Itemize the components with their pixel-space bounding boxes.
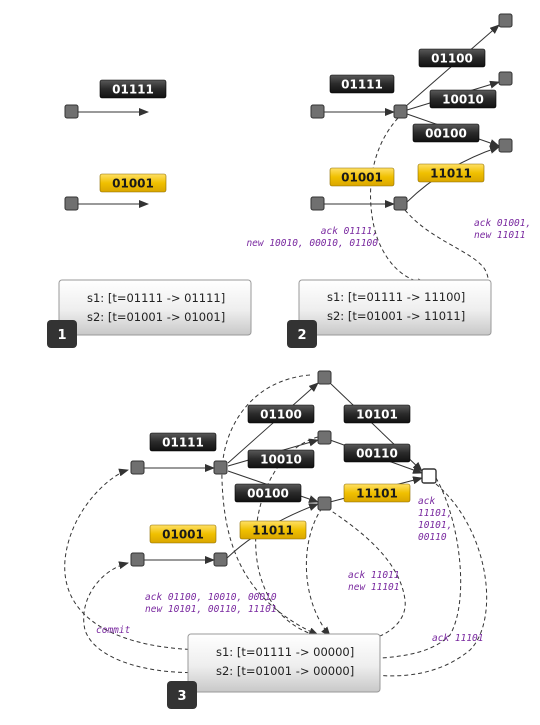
svg-text:s2: [t=01001 -> 00000]: s2: [t=01001 -> 00000] <box>216 664 354 678</box>
svg-text:11011: 11011 <box>252 524 294 538</box>
annotation-ack: ack 01001, <box>474 218 531 229</box>
state-node <box>64 196 79 211</box>
transition-label-01100: 01100 <box>418 48 486 68</box>
ack-arrow <box>221 374 319 636</box>
svg-text:s2: [t=01001 -> 11011]: s2: [t=01001 -> 11011] <box>327 309 465 323</box>
commit-arrow <box>83 561 211 674</box>
annotation-ack: ack 01100, 10010, 00010 <box>145 592 277 603</box>
annotation-ack: ack 01111, <box>321 226 378 237</box>
svg-text:10010: 10010 <box>442 93 484 107</box>
svg-text:1: 1 <box>57 328 66 343</box>
transition-label-01001: 01001 <box>99 173 167 193</box>
svg-text:01100: 01100 <box>260 408 302 422</box>
state-node <box>130 460 145 475</box>
transition-label-00100: 00100 <box>234 483 302 503</box>
svg-text:01111: 01111 <box>162 436 204 450</box>
transition-label-00110: 00110 <box>343 443 411 463</box>
step-badge: 1 <box>47 320 77 348</box>
svg-text:11011: 11011 <box>430 167 472 181</box>
state-node <box>64 104 79 119</box>
transition-label-11101: 11101 <box>343 483 411 503</box>
state-node <box>213 460 228 475</box>
state-box: s1: [t=01111 -> 00000] s2: [t=01001 -> 0… <box>187 633 381 693</box>
panel-3: 01111 01001 01100 10010 00100 11011 1010… <box>64 370 488 709</box>
svg-text:01001: 01001 <box>341 171 383 185</box>
state-node <box>498 71 513 86</box>
ack-arrow <box>359 483 488 679</box>
transition-label-01111: 01111 <box>149 432 217 452</box>
annotation-ack: new 10010, 00010, 01100 <box>246 238 378 249</box>
step-badge: 2 <box>287 320 317 348</box>
transition-label-01111: 01111 <box>99 79 167 99</box>
state-node <box>393 196 408 211</box>
transition-label-01001: 01001 <box>329 167 395 187</box>
state-box: s1: [t=01111 -> 11100] s2: [t=01001 -> 1… <box>298 279 492 336</box>
transition-label-01100: 01100 <box>247 404 315 424</box>
state-node <box>317 430 332 445</box>
state-node <box>317 370 332 385</box>
step-badge: 3 <box>167 681 197 709</box>
svg-text:2: 2 <box>297 328 306 343</box>
transition-label-11011: 11011 <box>239 520 307 540</box>
svg-text:01111: 01111 <box>112 83 154 97</box>
transition-label-00100: 00100 <box>412 123 480 143</box>
panel-1: 01111 01001 s1: [t=01111 -> 01111] s2: [… <box>47 79 252 348</box>
state-node <box>498 13 513 28</box>
svg-text:s1: [t=01111 -> 11100]: s1: [t=01111 -> 11100] <box>327 290 465 304</box>
svg-text:s1: [t=01111 -> 01111]: s1: [t=01111 -> 01111] <box>87 291 225 305</box>
svg-text:01001: 01001 <box>112 177 154 191</box>
svg-text:3: 3 <box>177 689 186 704</box>
transition-label-01111: 01111 <box>329 74 395 94</box>
annotation-ack: 11101, <box>418 508 452 519</box>
svg-text:s1: [t=01111 -> 00000]: s1: [t=01111 -> 00000] <box>216 645 354 659</box>
svg-text:11101: 11101 <box>356 487 398 501</box>
transition-label-10101: 10101 <box>343 404 411 424</box>
annotation-ack: new 11011 <box>474 230 525 241</box>
panel-2: 01111 01001 01100 10010 00100 11011 ack … <box>246 13 531 348</box>
state-box: s1: [t=01111 -> 01111] s2: [t=01001 -> 0… <box>58 279 252 336</box>
svg-text:01100: 01100 <box>431 52 473 66</box>
ack-arrow <box>370 117 428 287</box>
annotation-ack: 10101, <box>418 520 452 531</box>
annotation-ack: ack 11011 <box>348 570 399 581</box>
svg-text:s2: [t=01001 -> 01001]: s2: [t=01001 -> 01001] <box>87 310 225 324</box>
transition-label-10010: 10010 <box>429 89 497 109</box>
state-node <box>310 196 325 211</box>
transition-label-01001: 01001 <box>149 524 217 544</box>
annotation-ack: new 10101, 00110, 11101 <box>145 604 277 615</box>
svg-text:10010: 10010 <box>260 453 302 467</box>
state-node <box>213 552 228 567</box>
state-node <box>317 496 332 511</box>
ack-arrow <box>326 507 406 645</box>
svg-text:00100: 00100 <box>425 127 467 141</box>
annotation-commit: commit <box>96 625 131 636</box>
state-node <box>393 104 408 119</box>
svg-text:01001: 01001 <box>162 528 204 542</box>
state-node <box>498 138 513 153</box>
transition-label-11011: 11011 <box>417 163 485 183</box>
svg-text:00110: 00110 <box>356 447 398 461</box>
state-node <box>310 104 325 119</box>
annotation-ack: 00110 <box>418 532 447 543</box>
svg-text:10101: 10101 <box>356 408 398 422</box>
annotation-ack: ack <box>418 496 435 507</box>
annotation-ack: new 11101 <box>348 582 399 593</box>
ack-arrow <box>305 507 331 637</box>
svg-text:00100: 00100 <box>247 487 289 501</box>
final-state-node <box>421 468 437 484</box>
annotation-ack: ack 11101 <box>432 633 483 644</box>
state-node <box>130 552 145 567</box>
ack-arrow <box>359 477 462 663</box>
transition-label-10010: 10010 <box>247 449 315 469</box>
svg-text:01111: 01111 <box>341 78 383 92</box>
